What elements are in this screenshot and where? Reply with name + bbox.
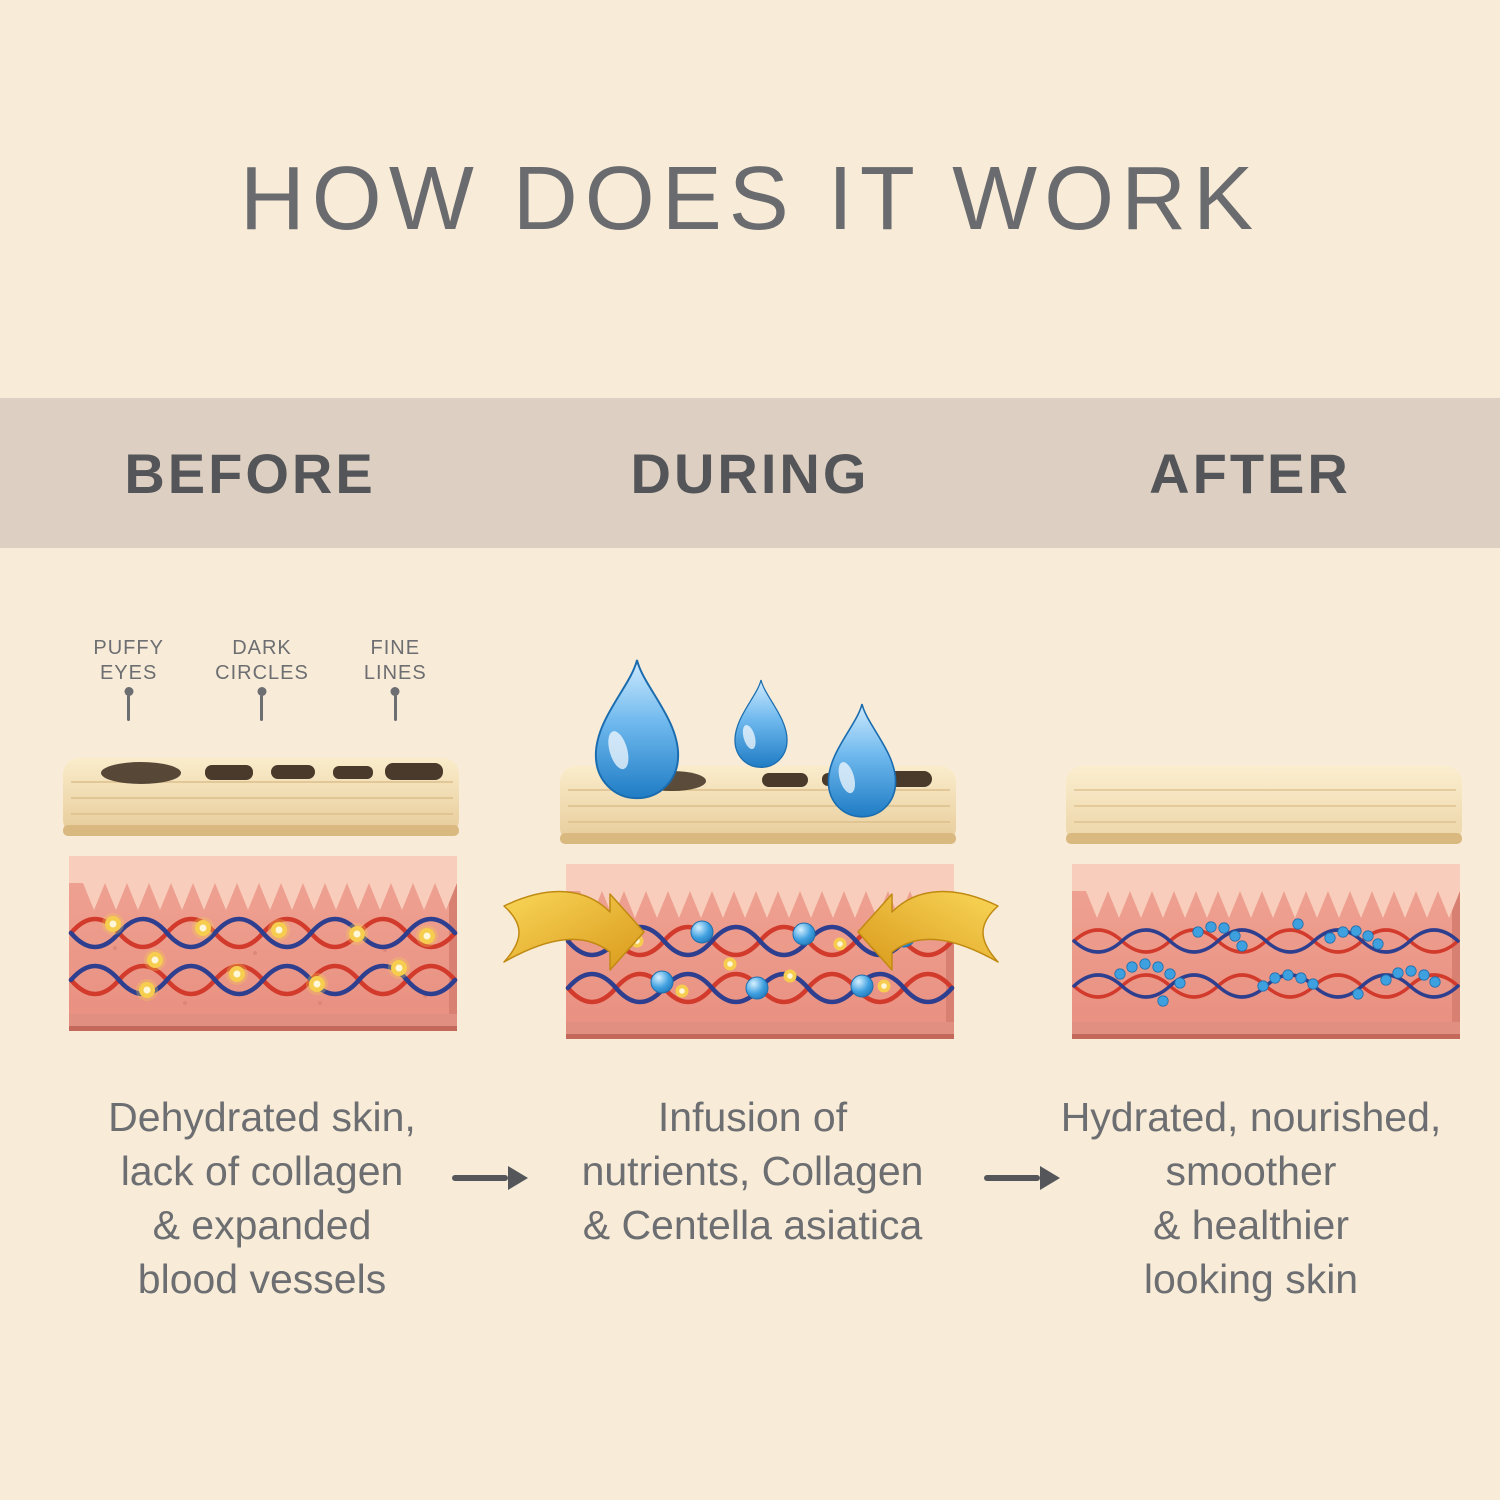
dark-spots [101, 762, 443, 784]
absorb-arrow-left-icon [503, 890, 645, 971]
papillary-zigzag [1072, 864, 1460, 918]
hydration-dot-clusters [1114, 918, 1441, 1007]
water-drops-icon [594, 659, 897, 818]
epidermis-layer [63, 758, 459, 836]
skin-diagram-during [560, 766, 956, 1039]
dermis-layer [565, 864, 955, 1039]
before-description: Dehydrated skin, lack of collagen & expa… [108, 1094, 416, 1303]
during-description: Infusion of nutrients, Collagen & Centel… [581, 1094, 924, 1249]
stage-header-before: BEFORE [124, 441, 376, 505]
water-drop-large [594, 659, 680, 800]
callout-pin-icon [260, 695, 264, 721]
callout-fine-lines: FINE LINES [329, 636, 462, 721]
callout-dark-circles: DARK CIRCLES [195, 636, 328, 721]
callout-label: PUFFY EYES [93, 637, 164, 684]
skin-diagram-before [63, 758, 459, 1031]
flow-arrow-icon [452, 1175, 508, 1181]
papillary-zigzag [566, 864, 954, 918]
dermis-speckles [113, 946, 427, 1005]
dermis-layer [1072, 864, 1460, 1039]
after-description: Hydrated, nourished, smoother & healthie… [1060, 1094, 1442, 1303]
collagen-dots-yellow [102, 913, 438, 1001]
callout-pin-icon [127, 695, 131, 721]
dermis-layer [68, 856, 458, 1031]
page-title: HOW DOES IT WORK [239, 149, 1261, 249]
papillary-zigzag [69, 856, 457, 910]
callout-puffy-eyes: PUFFY EYES [62, 636, 195, 721]
water-drop-medium [827, 703, 897, 818]
flow-arrow-icon [984, 1175, 1040, 1181]
callout-label: FINE LINES [363, 637, 427, 684]
epidermis-layer [1066, 766, 1462, 844]
skin-diagram-after [1066, 766, 1462, 1039]
stage-header-during: DURING [630, 441, 870, 505]
absorb-arrow-right-icon [857, 890, 999, 971]
before-callouts: PUFFY EYES DARK CIRCLES FINE LINES [62, 636, 462, 721]
stage-header-band: BEFORE DURING AFTER [0, 398, 1500, 548]
water-drop-small [734, 679, 788, 769]
stage-header-after: AFTER [1149, 441, 1351, 505]
callout-label: DARK CIRCLES [215, 637, 309, 684]
callout-pin-icon [393, 695, 397, 721]
